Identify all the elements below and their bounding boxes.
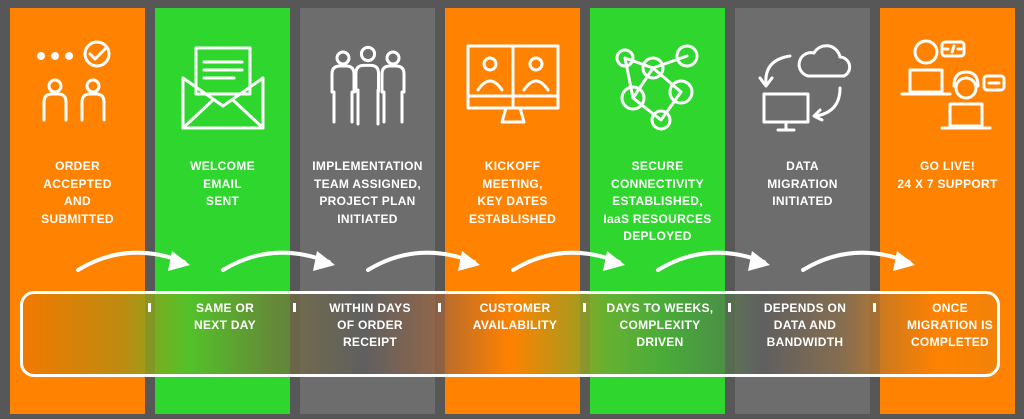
duration-label: DEPENDS ON DATA AND BANDWIDTH: [763, 301, 847, 349]
duration-label: ONCE MIGRATION IS COMPLETED: [906, 301, 994, 349]
team-icon: [300, 38, 435, 133]
duration-label: WITHIN DAYS OF ORDER RECEIPT: [329, 301, 411, 349]
step-title: KICKOFF MEETING, KEY DATES ESTABLISHED: [468, 159, 557, 226]
milestone-tick: [438, 303, 441, 312]
envelope-icon: [155, 38, 290, 133]
order-people-check-icon: [10, 38, 145, 133]
video-meeting-icon: [445, 38, 580, 133]
transition-arrow: [217, 240, 357, 290]
step-title: WELCOME EMAIL SENT: [190, 159, 255, 208]
transition-arrow: [362, 240, 502, 290]
cloud-migration-icon: [735, 38, 870, 133]
milestone-tick: [728, 303, 731, 312]
step-title: IMPLEMENTATION TEAM ASSIGNED, PROJECT PL…: [312, 159, 423, 226]
duration-band: [20, 291, 1000, 377]
transition-arrow: [652, 240, 792, 290]
transition-arrow: [797, 240, 937, 290]
duration-label: SAME OR NEXT DAY: [194, 301, 256, 332]
milestone-tick: [293, 303, 296, 312]
milestone-tick: [148, 303, 151, 312]
transition-arrow: [507, 240, 647, 290]
step-title: ORDER ACCEPTED AND SUBMITTED: [41, 159, 114, 226]
milestone-tick: [873, 303, 876, 312]
step-title: SECURE CONNECTIVITY ESTABLISHED, IaaS RE…: [603, 159, 712, 243]
duration-label: DAYS TO WEEKS, COMPLEXITY DRIVEN: [606, 301, 714, 349]
step-title: GO LIVE! 24 X 7 SUPPORT: [897, 159, 998, 191]
support-agents-icon: [880, 38, 1015, 133]
network-icon: [590, 38, 725, 133]
milestone-tick: [583, 303, 586, 312]
duration-label: CUSTOMER AVAILABILITY: [472, 301, 558, 332]
transition-arrow: [72, 240, 212, 290]
step-title: DATA MIGRATION INITIATED: [767, 159, 838, 208]
